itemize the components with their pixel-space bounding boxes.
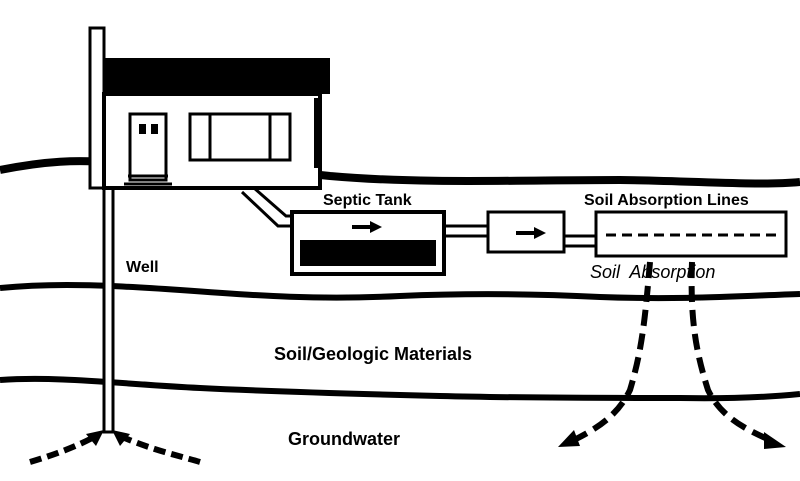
distribution-box bbox=[486, 210, 566, 254]
soil-absorption-lines-label: Soil Absorption Lines bbox=[584, 192, 749, 209]
soil-absorption-label: Soil Absorption bbox=[590, 262, 715, 282]
flow-arrow-icon bbox=[352, 221, 382, 233]
septic-tank bbox=[290, 210, 446, 276]
well-intake-flow bbox=[29, 433, 201, 465]
soil-layer-top-line bbox=[0, 281, 800, 302]
house-window bbox=[188, 112, 292, 162]
house-door bbox=[124, 112, 172, 186]
soil-geologic-materials-label: Soil/Geologic Materials bbox=[274, 344, 472, 364]
well-intake-arrowhead-right bbox=[112, 430, 130, 446]
arrowhead-right bbox=[764, 432, 786, 449]
septic-tank-label: Septic Tank bbox=[323, 192, 412, 209]
well-intake-arrowhead-left bbox=[86, 430, 104, 446]
house-icon bbox=[102, 58, 330, 190]
flow-arrow-icon bbox=[516, 227, 546, 239]
sewer-pipe bbox=[240, 186, 294, 228]
groundwater-label: Groundwater bbox=[288, 429, 400, 449]
distribution-pipe bbox=[564, 234, 596, 248]
outlet-pipe bbox=[444, 224, 488, 238]
well-label: Well bbox=[126, 259, 159, 276]
arrowhead-left bbox=[558, 430, 580, 447]
soil-absorption-trench bbox=[594, 210, 788, 258]
groundwater-table-line bbox=[0, 375, 800, 402]
dashed-flow-arrow-icon bbox=[572, 261, 772, 443]
